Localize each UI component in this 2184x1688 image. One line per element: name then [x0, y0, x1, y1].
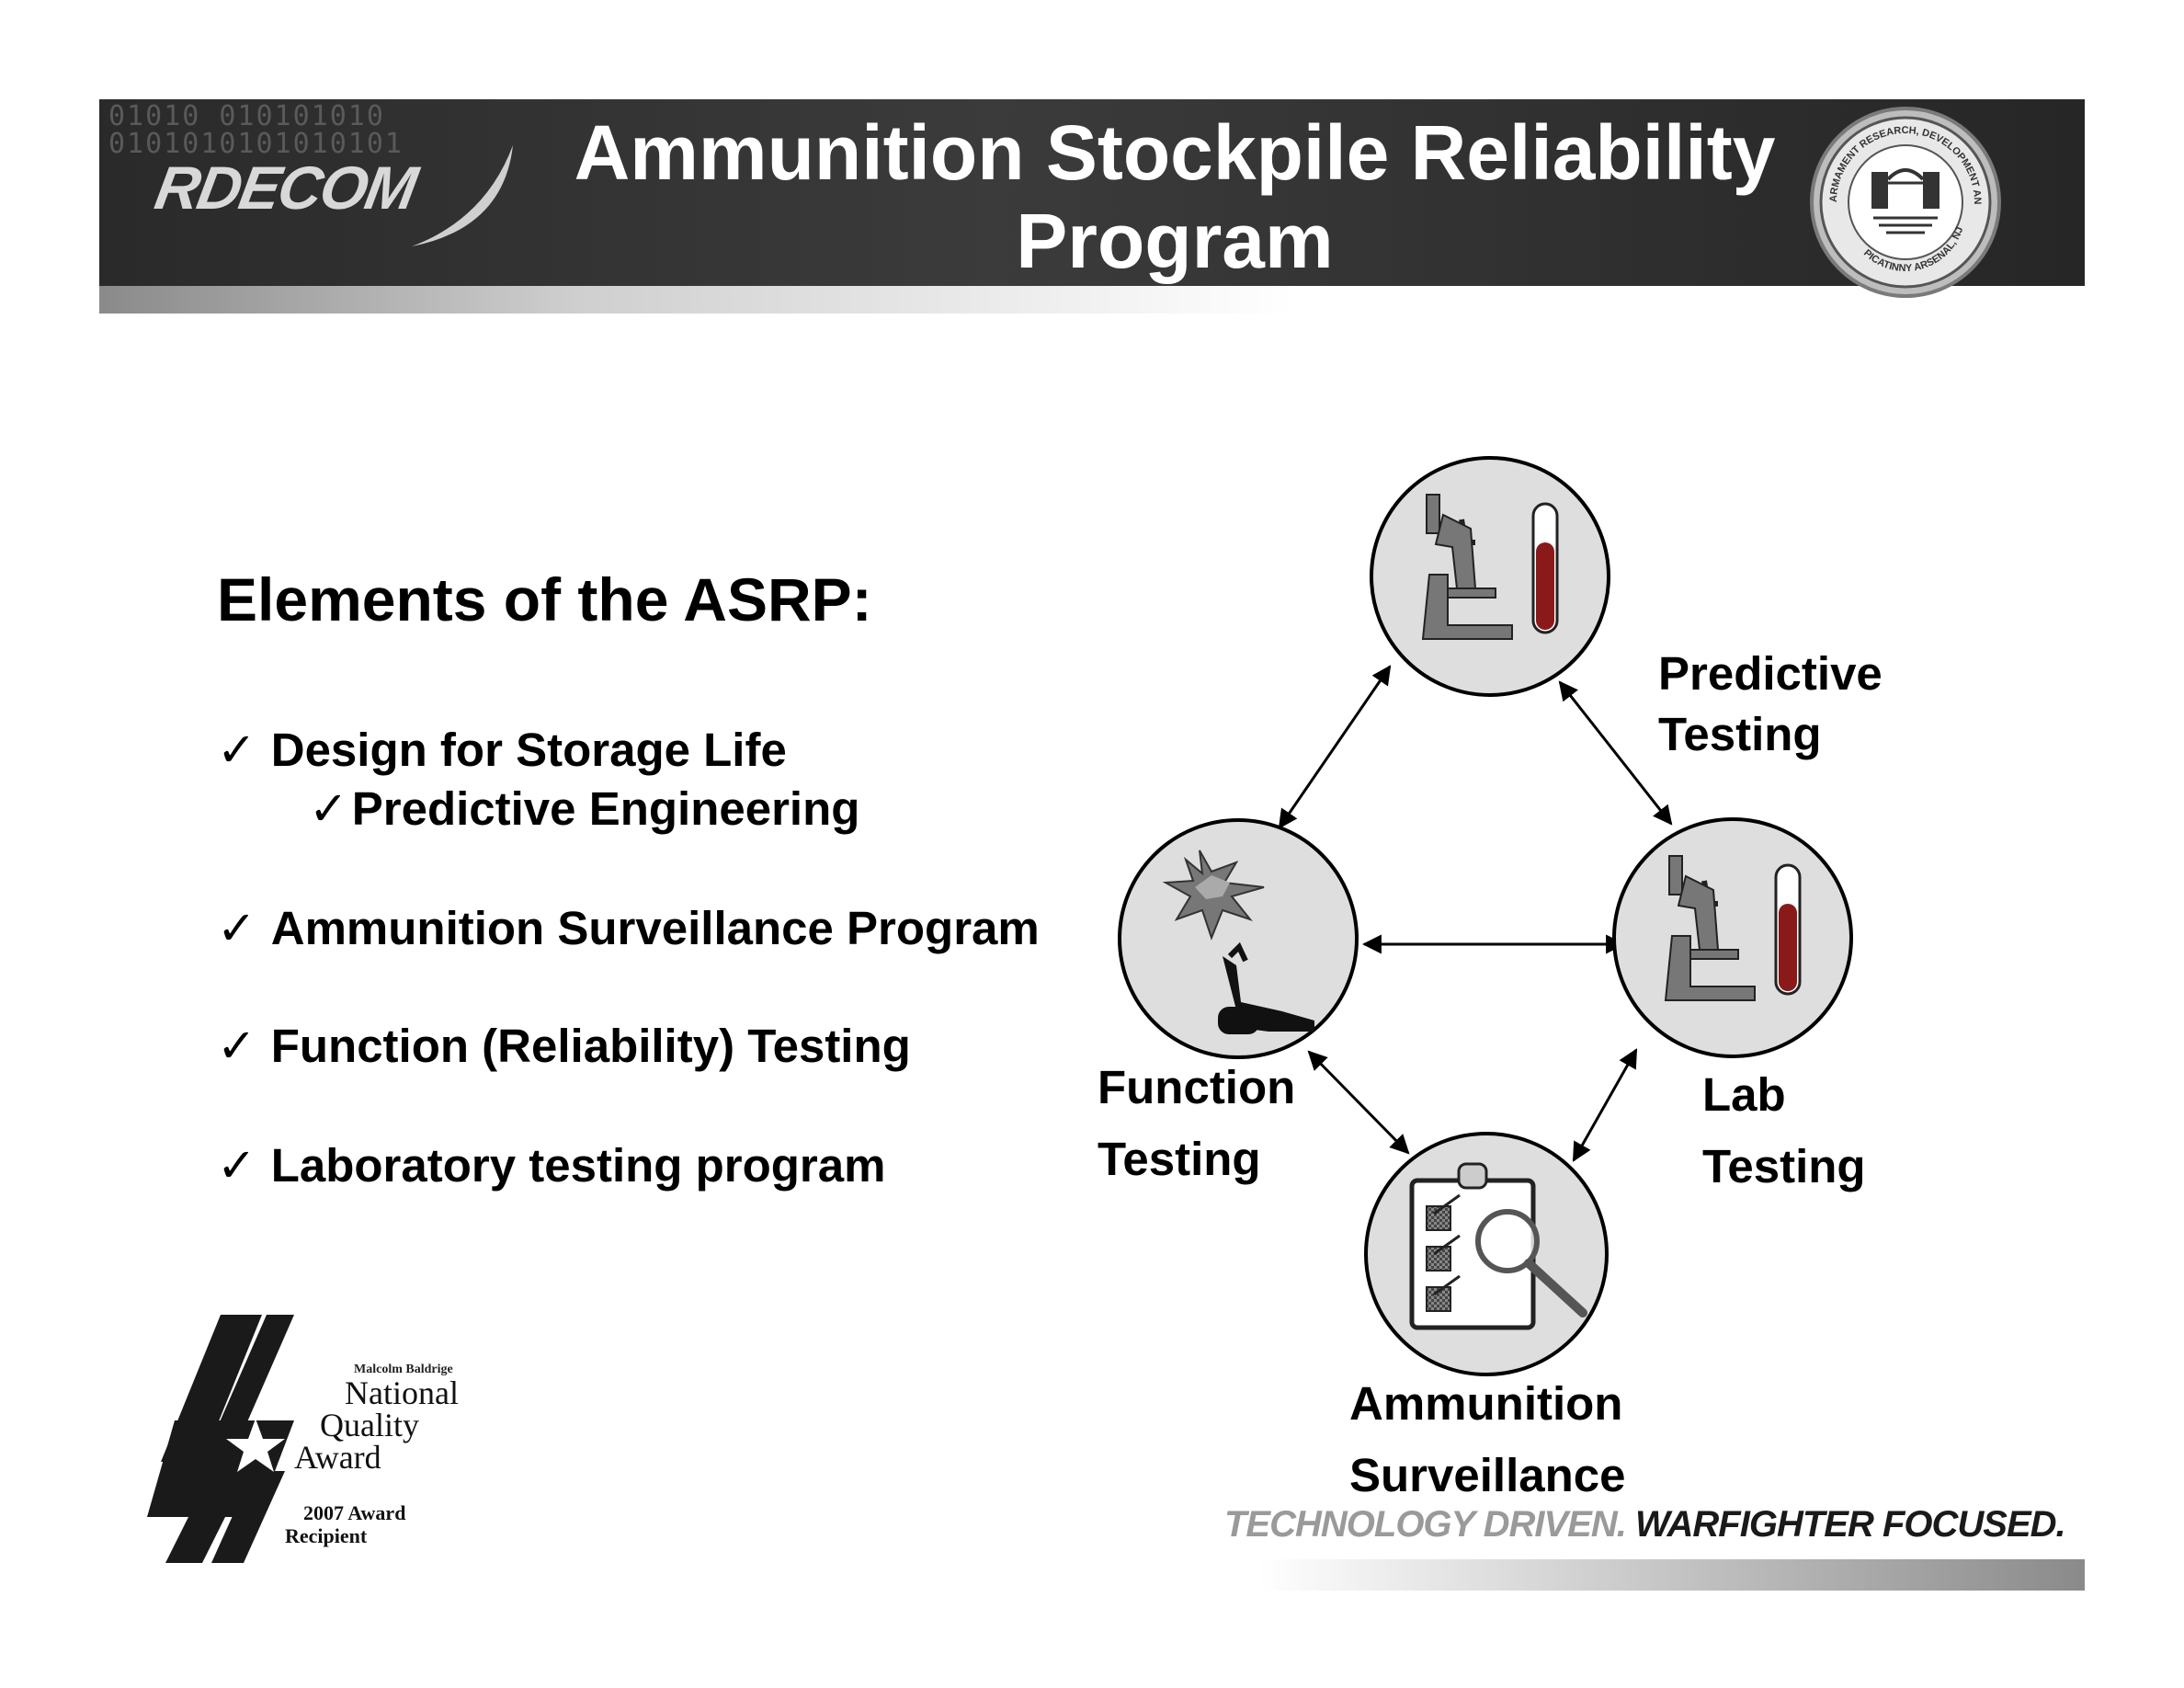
- bullet-function-testing: ✓Function (Reliability) Testing: [217, 1020, 911, 1074]
- swoosh-icon: [412, 145, 513, 246]
- header-underline: [99, 286, 1294, 314]
- microscope-test-tube-icon: [1664, 855, 1802, 1001]
- page-title: Ammunition Stockpile Reliability Program: [574, 109, 1776, 284]
- svg-text:Malcolm Baldrige: Malcolm Baldrige: [354, 1363, 453, 1376]
- arrow-predictive-lab: [1558, 680, 1673, 826]
- checkmark-icon: ✓: [309, 782, 348, 837]
- svg-text:Award: Award: [294, 1439, 381, 1476]
- explosion-weapon-icon: [1162, 850, 1314, 1034]
- microscope-test-tube-icon: [1421, 494, 1559, 640]
- function-testing-node: [1118, 818, 1359, 1059]
- arrow-lab-surveillance: [1572, 1048, 1638, 1162]
- svg-text:Quality: Quality: [320, 1407, 419, 1443]
- ammunition-surveillance-node: [1364, 1132, 1609, 1376]
- svg-text:2007 Award: 2007 Award: [303, 1501, 405, 1524]
- ardec-seal-logo: ARMAMENT RESEARCH, DEVELOPMENT AND ENGIN…: [1809, 106, 2001, 298]
- checkmark-icon: ✓: [217, 1139, 256, 1193]
- section-heading: Elements of the ASRP:: [217, 565, 872, 633]
- bullet-design-storage-life: ✓Design for Storage Life: [217, 724, 787, 778]
- lab-testing-node: [1612, 817, 1853, 1058]
- footer-bar: [1259, 1559, 2085, 1591]
- predictive-testing-node: [1370, 456, 1610, 697]
- label-lab-testing: Lab Testing: [1702, 1068, 1866, 1192]
- svg-text:Recipient: Recipient: [285, 1524, 368, 1547]
- svg-text:National: National: [345, 1374, 459, 1411]
- checkmark-icon: ✓: [217, 724, 256, 778]
- label-ammunition-surveillance: Ammunition Surveillance: [1349, 1377, 1626, 1501]
- checkmark-icon: ✓: [217, 902, 256, 956]
- baldrige-award-logo: Malcolm Baldrige National Quality Award …: [147, 1315, 459, 1563]
- bullet-ammunition-surveillance: ✓Ammunition Surveillance Program: [217, 902, 1040, 956]
- binary-decoration: 01010 010101010 0101010101010101: [108, 100, 404, 160]
- checkmark-icon: ✓: [217, 1020, 256, 1074]
- label-function-testing: Function Testing: [1098, 1061, 1296, 1185]
- star-icon: [226, 1419, 285, 1472]
- clipboard-magnifier-icon: [1409, 1162, 1587, 1330]
- bullet-predictive-engineering: ✓Predictive Engineering: [309, 782, 860, 837]
- bullet-laboratory-testing: ✓Laboratory testing program: [217, 1139, 886, 1193]
- label-predictive-testing: Predictive Testing: [1658, 647, 1883, 760]
- arrow-function-surveillance: [1307, 1050, 1410, 1155]
- footer-tagline: TECHNOLOGY DRIVEN. WARFIGHTER FOCUSED.: [1224, 1504, 2066, 1545]
- header-banner: 01010 010101010 0101010101010101 RDECOM …: [99, 99, 2085, 286]
- arrow-predictive-function: [1278, 665, 1392, 829]
